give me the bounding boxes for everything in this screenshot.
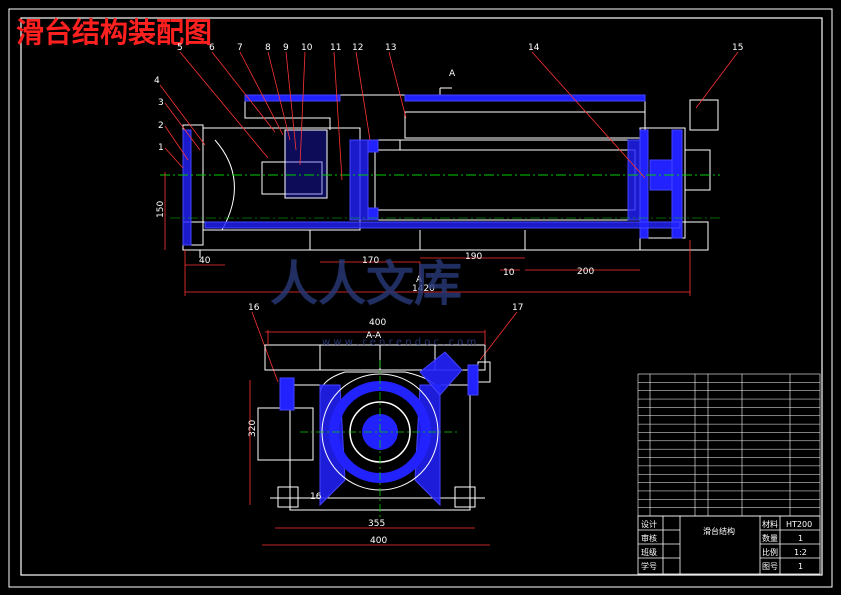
- watermark-logo: 人人文库: [270, 256, 462, 312]
- balloon-17: 17: [512, 303, 523, 313]
- balloon-12: 12: [352, 43, 363, 53]
- field-qty-value: 1: [798, 534, 803, 543]
- section-mark-bottom: A: [416, 275, 423, 285]
- balloon-labels: 1 2 3 4 5 6 7 8 9 10 11 12 13 14 15 16 1…: [154, 43, 743, 313]
- balloon-7: 7: [237, 43, 243, 53]
- inner-frame: [20, 17, 823, 576]
- role-design: 设计: [641, 519, 657, 529]
- dim-400-bottom: 400: [370, 536, 387, 546]
- dim-40: 40: [199, 256, 211, 266]
- section-view-dims: [249, 330, 490, 546]
- field-scale-value: 1:2: [794, 548, 807, 557]
- role-class: 班级: [641, 547, 657, 557]
- dim-190: 190: [465, 252, 482, 262]
- title-block-name: 滑台结构: [703, 526, 735, 536]
- balloon-8: 8: [265, 43, 271, 53]
- section-mark-aa: A-A: [366, 331, 382, 341]
- balloon-9: 9: [283, 43, 289, 53]
- dim-200: 200: [577, 267, 594, 277]
- balloon-2: 2: [158, 121, 164, 131]
- balloon-3: 3: [158, 98, 164, 108]
- balloon-10: 10: [301, 43, 313, 53]
- dim-10: 10: [503, 268, 515, 278]
- parts-list-rows: [638, 382, 820, 508]
- balloon-14: 14: [528, 43, 540, 53]
- dim-150: 150: [156, 201, 166, 218]
- balloon-16: 16: [248, 303, 260, 313]
- section-mark-top: A: [449, 69, 456, 79]
- watermark-url: w w w . r e n r e n d o c . c o m: [322, 337, 476, 348]
- field-qty-key: 数量: [762, 533, 778, 543]
- title-block: [637, 515, 821, 575]
- dim-355: 355: [368, 519, 385, 529]
- dim-320: 320: [248, 420, 258, 437]
- balloon-15: 15: [732, 43, 743, 53]
- main-view-sections: [182, 94, 683, 246]
- role-review: 审核: [641, 533, 657, 543]
- drawing-title: 滑台结构装配图: [16, 16, 212, 49]
- field-material-value: HT200: [786, 520, 812, 529]
- dim-1420: 1420: [412, 284, 435, 294]
- field-drawing-value: 1: [798, 562, 803, 571]
- balloon-1: 1: [158, 143, 164, 153]
- field-drawing-key: 图号: [762, 562, 778, 571]
- balloon-6: 6: [209, 43, 215, 53]
- outer-frame: [8, 8, 833, 588]
- role-id: 学号: [641, 561, 657, 571]
- dim-400-top: 400: [369, 318, 386, 328]
- balloon-5: 5: [177, 43, 183, 53]
- dim-170: 170: [362, 256, 379, 266]
- balloon-13: 13: [385, 43, 396, 53]
- main-view-dims: [159, 51, 739, 383]
- parts-list: [637, 373, 821, 517]
- balloon-11: 11: [330, 43, 341, 53]
- field-material-key: 材料: [762, 519, 778, 529]
- field-scale-key: 比例: [762, 547, 778, 557]
- dim-16: 16: [310, 492, 322, 502]
- balloon-4: 4: [154, 76, 160, 86]
